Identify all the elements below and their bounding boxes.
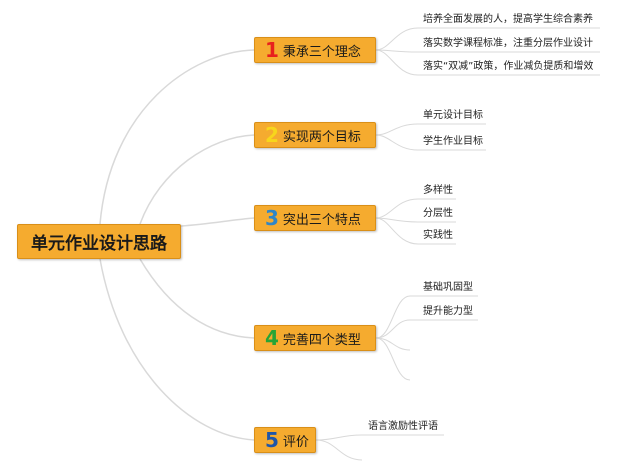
leaf-2-1[interactable]: 单元设计目标 — [423, 110, 483, 121]
branch-number-3: 3 — [265, 206, 279, 230]
branch-label-4: 完善四个类型 — [282, 332, 361, 348]
connector-branch-3-leaf-2 — [375, 217, 456, 223]
central-topic-label: 单元作业设计思路 — [31, 234, 167, 254]
connector-central-branch-1 — [99, 49, 255, 225]
branch-node-1[interactable]: 1 秉承三个理念 — [254, 37, 376, 63]
connector-branch-3-leaf-1 — [375, 198, 456, 219]
branch-number-4: 4 — [265, 326, 279, 350]
branch-number-5: 5 — [265, 428, 279, 452]
connector-branch-4-leaf-2 — [375, 319, 478, 339]
connector-branch-5-leaf-1 — [315, 434, 444, 441]
branch-node-2[interactable]: 2 实现两个目标 — [254, 122, 376, 148]
branch-label-1: 秉承三个理念 — [282, 44, 361, 60]
branch-node-4[interactable]: 4 完善四个类型 — [254, 325, 376, 351]
branch-label-3: 突出三个特点 — [282, 212, 361, 228]
connector-central-branch-2 — [139, 134, 255, 225]
connector-central-branch-4 — [139, 258, 255, 339]
central-topic[interactable]: 单元作业设计思路 — [17, 224, 181, 259]
leaf-2-2[interactable]: 学生作业目标 — [423, 136, 483, 147]
leaf-4-2[interactable]: 提升能力型 — [423, 306, 473, 317]
connector-branch-1-leaf-3 — [375, 49, 600, 76]
leaf-5-1[interactable]: 语言激励性评语 — [368, 421, 438, 432]
leaf-3-3[interactable]: 实践性 — [423, 230, 453, 241]
leaf-1-2[interactable]: 落实数学课程标准，注重分层作业设计 — [423, 38, 593, 49]
connector-branch-1-leaf-1 — [375, 27, 600, 51]
leaf-4-1[interactable]: 基础巩固型 — [423, 282, 473, 293]
connector-branch-4-leaf-4 — [375, 337, 411, 381]
connector-branch-2-leaf-1 — [375, 123, 486, 136]
branch-label-5: 评价 — [282, 434, 309, 450]
leaf-3-2[interactable]: 分层性 — [423, 208, 453, 219]
branch-node-5[interactable]: 5 评价 — [254, 427, 316, 453]
branch-node-3[interactable]: 3 突出三个特点 — [254, 205, 376, 231]
connector-branch-2-leaf-2 — [375, 134, 486, 151]
leaf-1-1[interactable]: 培养全面发展的人，提高学生综合素养 — [423, 14, 593, 25]
connector-branch-1-leaf-2 — [375, 49, 600, 53]
leaf-1-3[interactable]: 落实“双减”政策，作业减负提质和增效 — [423, 61, 594, 72]
connector-branch-5-leaf-2 — [315, 439, 363, 461]
connector-branch-4-leaf-1 — [375, 295, 478, 339]
connector-central-branch-5 — [99, 258, 255, 441]
connector-central-branch-3 — [180, 217, 255, 227]
branch-number-2: 2 — [265, 123, 279, 147]
leaf-3-1[interactable]: 多样性 — [423, 185, 453, 196]
branch-number-1: 1 — [265, 38, 279, 62]
connector-branch-3-leaf-3 — [375, 217, 456, 245]
branch-label-2: 实现两个目标 — [282, 129, 361, 145]
